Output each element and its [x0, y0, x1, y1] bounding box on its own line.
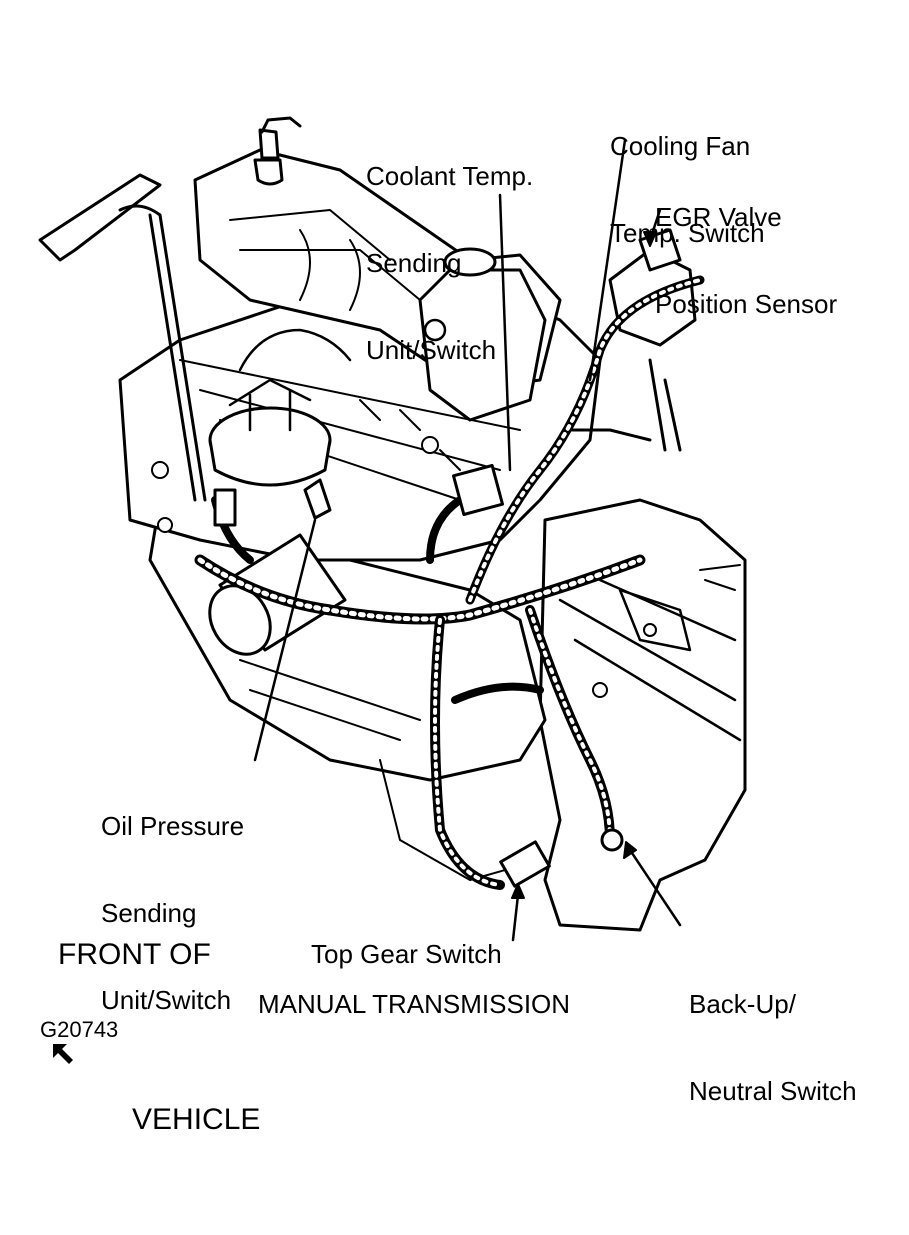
front-of-vehicle-line-1: FRONT OF: [58, 938, 211, 971]
coolant-temp-line-3: Unit/Switch: [366, 335, 497, 365]
top-gear-switch-label: Top Gear Switch: [311, 939, 502, 969]
vehicle-text: VEHICLE: [132, 1103, 261, 1136]
engine-illustration: [38, 116, 747, 942]
coolant-temp-line-2: Sending: [366, 248, 462, 278]
egr-valve-line-1: EGR Valve: [655, 202, 782, 232]
coolant-temp-label: Coolant Temp. Sending Unit/Switch: [366, 104, 533, 423]
diagram-caption: MANUAL TRANSMISSION: [258, 989, 571, 1019]
front-of-vehicle-label: FRONT OF VEHICLE: [53, 872, 261, 1235]
egr-valve-line-2: Position Sensor: [655, 289, 838, 319]
backup-neutral-line-2: Neutral Switch: [689, 1076, 857, 1106]
arrow-up-left-icon: [53, 1044, 73, 1064]
coolant-temp-line-1: Coolant Temp.: [366, 161, 534, 191]
engine-diagram: Coolant Temp. Sending Unit/Switch Coolin…: [38, 74, 857, 1136]
backup-neutral-switch-label: Back-Up/ Neutral Switch: [689, 932, 857, 1164]
cooling-fan-line-1: Cooling Fan: [610, 131, 751, 161]
oil-pressure-label: Oil Pressure Sending Unit/Switch: [101, 754, 244, 1073]
egr-valve-label: EGR Valve Position Sensor: [655, 145, 837, 377]
oil-pressure-line-1: Oil Pressure: [101, 811, 245, 841]
oil-pressure-line-2: Sending: [101, 898, 197, 928]
backup-neutral-line-1: Back-Up/: [689, 989, 796, 1019]
cooling-fan-line-2: Temp. Switch: [610, 218, 765, 248]
cooling-fan-label: Cooling Fan Temp. Switch: [610, 74, 765, 306]
figure-id: G20743: [40, 1017, 119, 1042]
front-of-vehicle-line-2: VEHICLE: [53, 1037, 261, 1169]
oil-pressure-line-3: Unit/Switch: [101, 985, 232, 1015]
